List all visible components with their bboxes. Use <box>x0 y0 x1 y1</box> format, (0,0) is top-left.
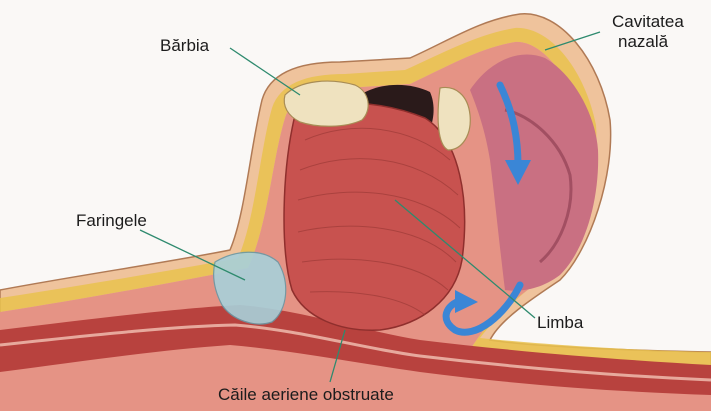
jaw-bone <box>284 81 368 126</box>
tongue-label: Limba <box>537 314 583 332</box>
pharynx-label: Faringele <box>76 212 147 230</box>
nasal-cavity-label-line2: nazală <box>618 33 668 51</box>
obstructed-airways-label: Căile aeriene obstruate <box>218 386 394 404</box>
nasal-cavity-label-line1: Cavitatea <box>612 13 684 31</box>
chin-label: Bărbia <box>160 37 209 55</box>
